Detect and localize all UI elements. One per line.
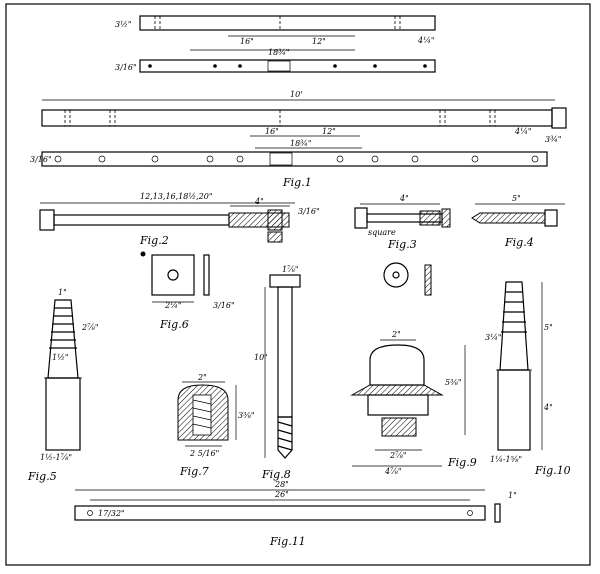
fig-4: 5" Fig.4 [471, 194, 565, 249]
fig1-long-12: 12" [322, 127, 336, 136]
fig4-5: 5" [512, 194, 521, 203]
fig11-hole: 17/32" [98, 509, 125, 518]
fig-2: 12,13,16,18½,20" 4" 3/16" Fig.2 [39, 192, 320, 247]
fig-3: 4" square Fig.3 [354, 194, 451, 251]
fig1-long-hole: 3/16" [30, 155, 52, 164]
fig10-bot: 1¼-1⅝" [490, 455, 522, 464]
fig5-top: 1" [58, 288, 67, 297]
fig1-long-18: 18¾" [290, 139, 312, 148]
fig5-bot: 1½-1⅞" [40, 453, 72, 462]
fig1-top-hole: 3/16" [115, 63, 137, 72]
fig2-end: 3/16" [298, 207, 320, 216]
fig2-4: 4" [254, 197, 264, 206]
fig1-top-thick: 3½" [115, 20, 132, 29]
fig9-label: Fig.9 [447, 456, 477, 469]
fig11-label: Fig.11 [269, 535, 306, 548]
fig1-top-12: 12" [312, 37, 326, 46]
fig1-long-10: 10' [290, 90, 302, 99]
fig-1: 3½" 16" 12" 4¼" 18¾" 3/16" 10' 16" 12" 4… [30, 15, 567, 189]
fig1-long-4: 4¼" [514, 127, 532, 136]
fig8-shank [277, 286, 293, 418]
fig5-label: Fig.5 [27, 470, 57, 483]
fig-6: 2¼" 3/16" Fig.6 [140, 251, 235, 331]
fig5-28: 2⅞" [81, 323, 99, 332]
fig7-3: 3⅜" [238, 411, 255, 420]
fig3-label: Fig.3 [387, 238, 417, 251]
fig6-3: 3/16" [213, 301, 235, 310]
fig2-lengths: 12,13,16,18½,20" [140, 192, 213, 201]
fig-11: 28" 26" 17/32" 1" Fig.11 [74, 480, 517, 548]
fig1-long-arm-top [41, 151, 548, 167]
fig1-short-arm-side [139, 15, 436, 31]
fig9-cap [369, 344, 425, 386]
fig6-2: 2¼" [164, 301, 182, 310]
fig9-2: 2" [391, 330, 401, 339]
fig11-28: 28" [274, 480, 289, 489]
fig9-4: 4⅞" [384, 467, 402, 476]
fig-9: 2" 5⅜" 2⅞" 4⅞" Fig.9 [350, 262, 477, 476]
fig7-label: Fig.7 [179, 465, 209, 478]
fig5-thread [47, 299, 79, 379]
fig1-top-18: 18¾" [268, 48, 290, 57]
fig-7: 2" 3⅜" 2 5/16" Fig.7 [177, 373, 255, 478]
fig9-2b: 2⅞" [389, 451, 407, 460]
fig9-58: 5⅜" [445, 378, 462, 387]
fig-5: 1" 2⅞" 1½" 1½-1⅞" Fig.5 [27, 288, 99, 483]
fig6-washer [151, 254, 195, 296]
fig3-4: 4" [399, 194, 409, 203]
fig10-thread [499, 281, 529, 371]
fig-10: 5" 4" 3¼" 1¼-1⅝" Fig.10 [485, 281, 571, 477]
fig10-3: 3¼" [485, 333, 502, 342]
fig8-label: Fig.8 [261, 468, 291, 481]
fig11-brace [74, 505, 486, 521]
fig10-4: 4" [543, 403, 553, 412]
fig1-long-end: 3¾" [545, 135, 562, 144]
fig10-label: Fig.10 [534, 464, 571, 477]
fig7-2b: 2 5/16" [189, 449, 219, 458]
fig5-1half: 1½" [52, 353, 69, 362]
fig6-label: Fig.6 [159, 318, 189, 331]
fig8-10: 10" [254, 353, 268, 362]
fig11-end: 1" [508, 491, 517, 500]
fig1-short-arm-top [139, 59, 436, 73]
fig-8: 1⅞" 10" Fig.8 [254, 265, 301, 481]
fig3-square: square [368, 228, 396, 237]
sheet-border [5, 3, 591, 566]
fig7-2: 2" [197, 373, 207, 382]
fig10-5: 5" [544, 323, 553, 332]
fig11-26: 26" [274, 490, 289, 499]
fig1-long-16: 16" [265, 127, 279, 136]
fig4-label: Fig.4 [504, 236, 534, 249]
fig1-top-4: 4¼" [417, 36, 435, 45]
fig1-long-arm-side [41, 109, 553, 127]
fig2-label: Fig.2 [139, 234, 169, 247]
fig1-label: Fig.1 [282, 176, 312, 189]
fig1-top-16: 16" [240, 37, 254, 46]
fig8-top: 1⅞" [282, 265, 299, 274]
